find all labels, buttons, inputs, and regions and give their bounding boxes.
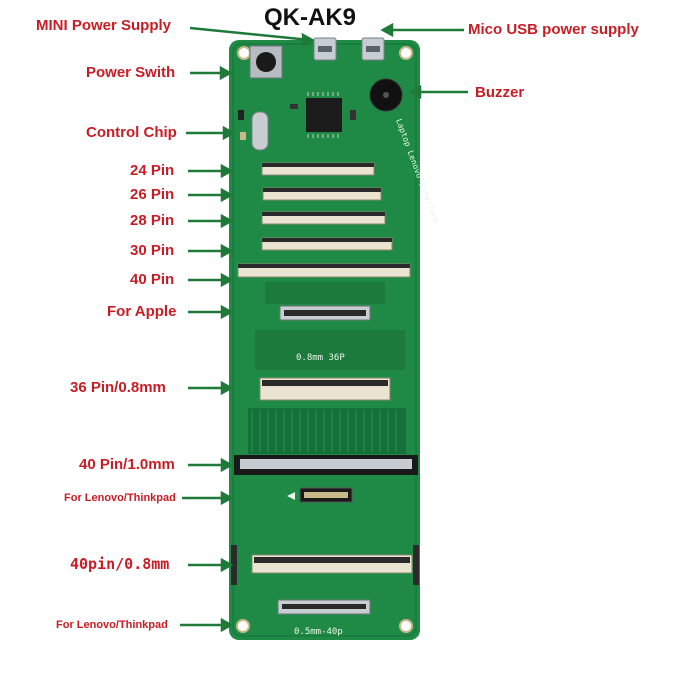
board-silk-36p: 0.8mm 36P: [296, 353, 345, 363]
product-title: QK-AK9: [264, 4, 357, 31]
label-for-apple: For Apple: [107, 303, 177, 320]
connector-40pin: [237, 263, 411, 278]
label-buzzer: Buzzer: [475, 84, 525, 101]
connector-26pin: [262, 187, 382, 201]
label-26pin: 26 Pin: [130, 186, 175, 203]
mounting-hole: [236, 619, 250, 633]
crystal-oscillator: [251, 111, 269, 151]
label-30pin: 30 Pin: [130, 242, 175, 259]
label-power-switch: Power Swith: [86, 64, 176, 81]
board-silk-05: 0.5mm-40p: [294, 627, 343, 637]
label-28pin: 28 Pin: [130, 212, 175, 229]
label-36pin-08mm: 36 Pin/0.8mm: [70, 379, 166, 396]
label-40pin-08mm: 40pin/0.8mm: [70, 555, 170, 573]
mounting-hole: [399, 46, 413, 60]
label-40pin: 40 Pin: [130, 271, 175, 288]
connector-24pin: [261, 162, 375, 176]
connector-30pin: [261, 237, 393, 251]
trace-field: [248, 408, 406, 454]
arrow-silk-icon: [287, 492, 295, 500]
label-24pin: 24 Pin: [130, 162, 175, 179]
connector-28pin: [261, 211, 386, 225]
mounting-hole: [399, 619, 413, 633]
mounting-hole: [237, 46, 251, 60]
label-lenovo-1: For Lenovo/Thinkpad: [64, 492, 176, 504]
label-micro-usb: Mico USB power supply: [468, 21, 639, 38]
label-mini-power: MINI Power Supply: [36, 17, 172, 34]
annotation-arrows: [180, 22, 468, 633]
control-chip: [306, 98, 342, 132]
label-control-chip: Control Chip: [86, 124, 177, 141]
label-lenovo-2: For Lenovo/Thinkpad: [56, 619, 168, 631]
label-40pin-10mm: 40 Pin/1.0mm: [79, 456, 175, 473]
